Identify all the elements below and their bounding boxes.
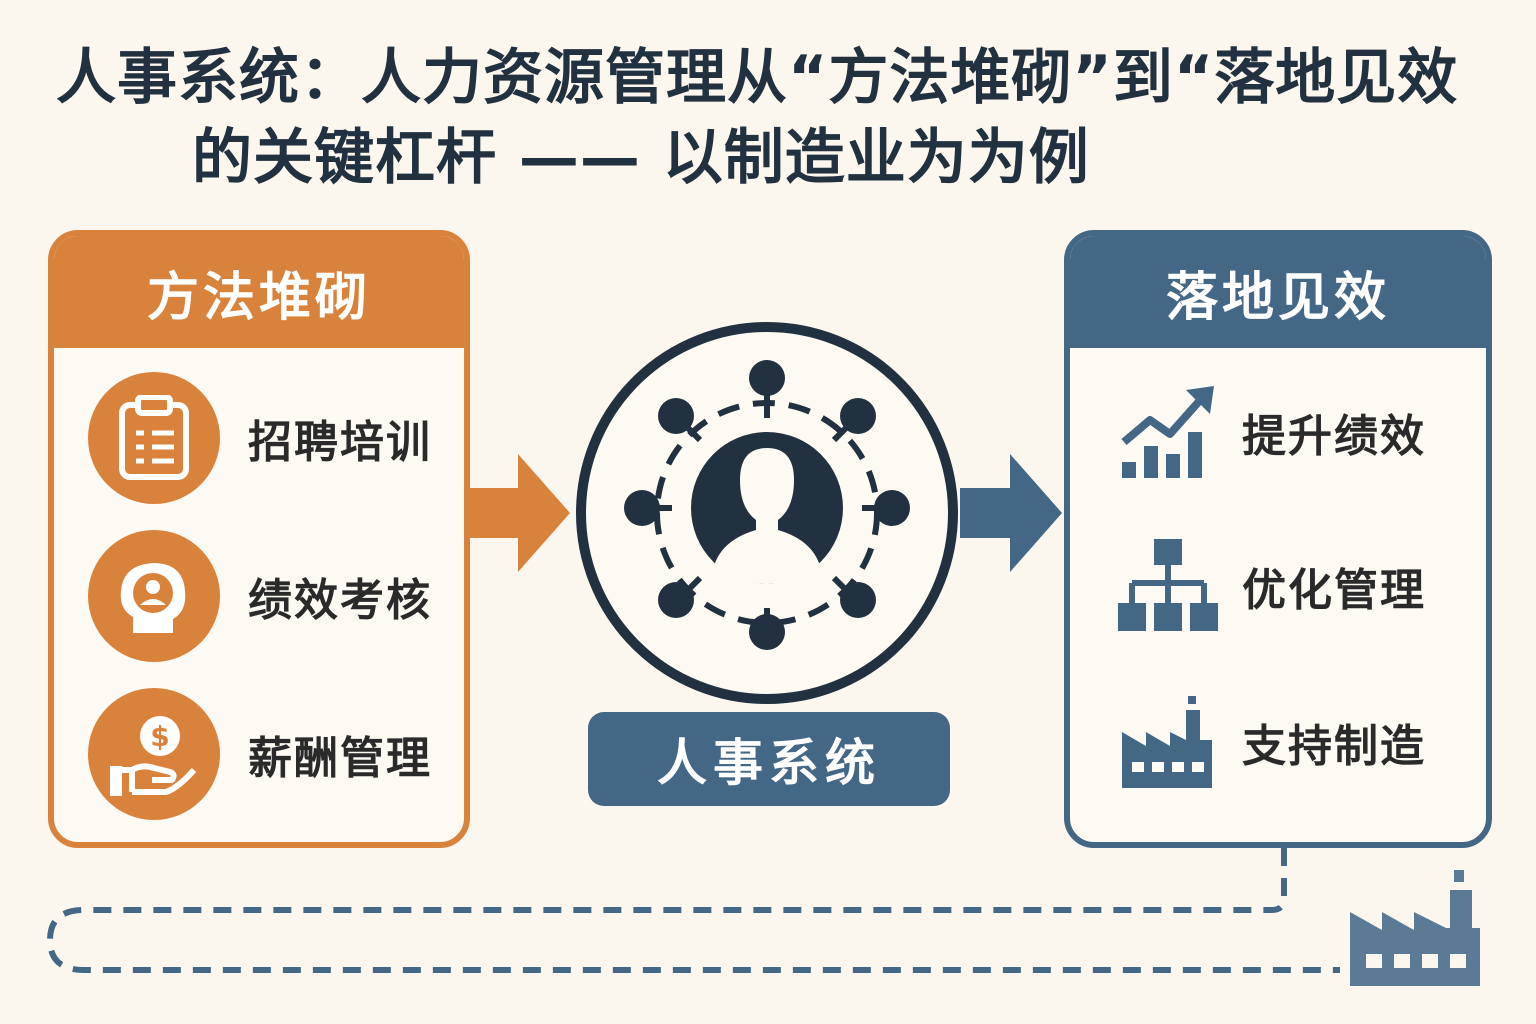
results-item-label: 优化管理 — [1242, 565, 1426, 616]
results-item-manufacturing: 支持制造 — [1114, 692, 1426, 792]
feedback-loop-line — [46, 848, 1340, 973]
results-item-management: 优化管理 — [1114, 536, 1426, 636]
factory-icon — [1350, 870, 1480, 986]
org-chart-icon — [1114, 536, 1222, 636]
clipboard-icon — [88, 372, 220, 504]
hr-system-label: 人事系统 — [588, 712, 950, 806]
hand-dollar-icon: $ — [88, 688, 220, 820]
results-item-label: 提升绩效 — [1242, 411, 1426, 462]
methods-item-label: 绩效考核 — [248, 575, 432, 626]
methods-item-label: 招聘培训 — [248, 417, 432, 468]
svg-text:$: $ — [150, 720, 169, 753]
results-item-label: 支持制造 — [1242, 721, 1426, 772]
methods-item-label: 薪酬管理 — [248, 733, 432, 784]
page-title: 人事系统：人力资源管理从“方法堆砌”到“落地见效 的关键杠杆 —— 以制造业为为… — [0, 0, 1536, 200]
arrow-right-icon — [960, 454, 1062, 572]
head-profile-icon — [88, 530, 220, 662]
results-panel: 落地见效 提升绩效 — [1064, 230, 1492, 848]
methods-item-performance: 绩效考核 — [88, 530, 432, 662]
title-line-2: 的关键杠杆 —— 以制造业为为例 — [192, 123, 1090, 193]
factory-icon — [1114, 692, 1222, 792]
title-line-1: 人事系统：人力资源管理从“方法堆砌”到“落地见效 — [56, 43, 1459, 113]
results-panel-header: 落地见效 — [1070, 236, 1486, 348]
methods-item-recruit: 招聘培训 — [88, 372, 432, 504]
methods-panel: 方法堆砌 招聘培训 绩效考核 — [48, 230, 470, 848]
chart-up-icon — [1114, 382, 1222, 482]
results-item-performance: 提升绩效 — [1114, 382, 1426, 482]
network-person-icon — [576, 322, 958, 704]
methods-item-salary: $ 薪酬管理 — [88, 688, 432, 820]
methods-panel-header: 方法堆砌 — [54, 236, 464, 348]
arrow-right-icon — [468, 454, 570, 572]
